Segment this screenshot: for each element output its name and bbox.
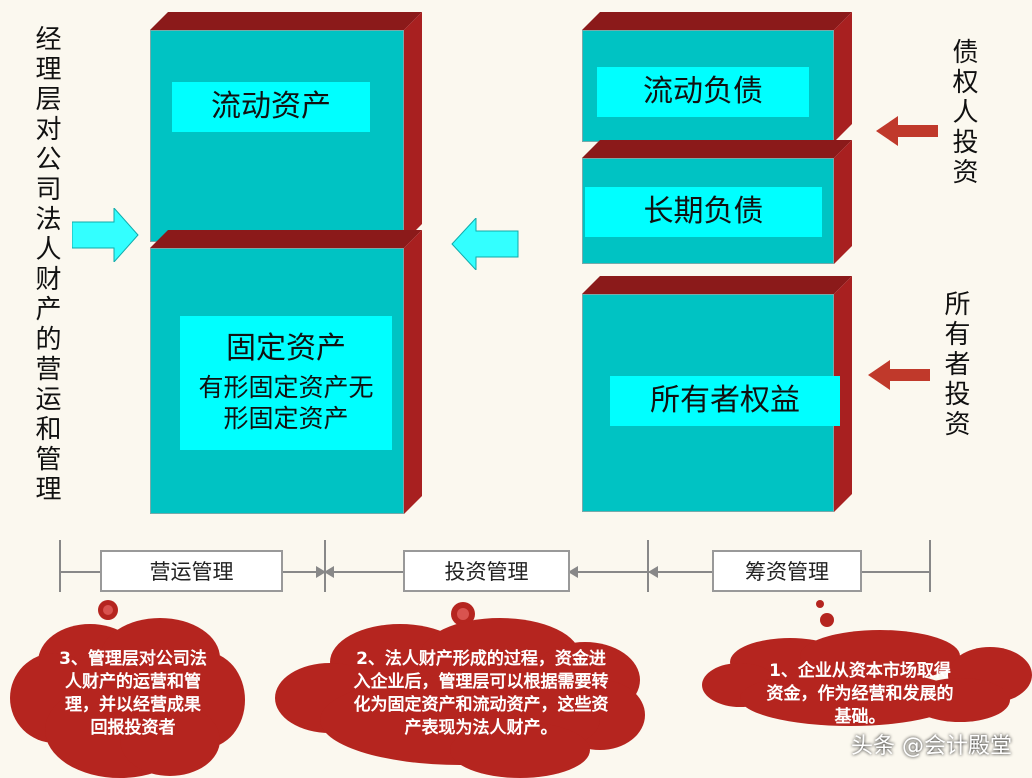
- cyan-arrow-left-icon: [451, 218, 519, 270]
- cloud-note-2: [275, 602, 645, 778]
- creditor-investment-text: 债权人投资: [948, 38, 978, 188]
- watermark: 头条 @会计殿堂: [851, 734, 1012, 759]
- investment-management-box: 投资管理: [403, 550, 570, 592]
- note-clouds: [10, 600, 1032, 778]
- fixed-assets-title: 固定资产: [226, 330, 346, 366]
- note-3-text: 3、管理层对公司法人财产的运营和管理，并以经营成果回报投资者: [59, 649, 207, 738]
- financing-management-box: 筹资管理: [712, 550, 862, 592]
- owners-equity-label: 所有者权益: [610, 376, 840, 426]
- cloud-note-1: [702, 600, 1032, 726]
- operation-management-box: 营运管理: [100, 550, 283, 592]
- note-2-text: 2、法人财产形成的过程，资金进入企业后，管理层可以根据需要转化为固定资产和流动资…: [353, 649, 609, 738]
- note-1-text: 1、企业从资本市场取得资金，作为经营和发展的基础。: [766, 661, 954, 727]
- red-arrow-creditor-icon: [876, 116, 938, 146]
- owner-investment-text: 所有者投资: [940, 290, 970, 440]
- red-arrow-owner-icon: [868, 360, 930, 390]
- current-assets-label: 流动资产: [172, 82, 370, 132]
- long-term-liabilities-label: 长期负债: [585, 187, 822, 237]
- current-liabilities-label: 流动负债: [597, 67, 809, 117]
- fixed-assets-label: 固定资产 有形固定资产无形固定资产: [180, 316, 392, 450]
- cloud-note-3: [10, 600, 245, 778]
- left-vertical-text: 经理层对公司法人财产的营运和管理: [31, 25, 61, 505]
- current-assets-box: [150, 12, 422, 242]
- cyan-arrow-right-icon: [72, 208, 139, 262]
- fixed-assets-sub: 有形固定资产无形固定资产: [198, 373, 374, 434]
